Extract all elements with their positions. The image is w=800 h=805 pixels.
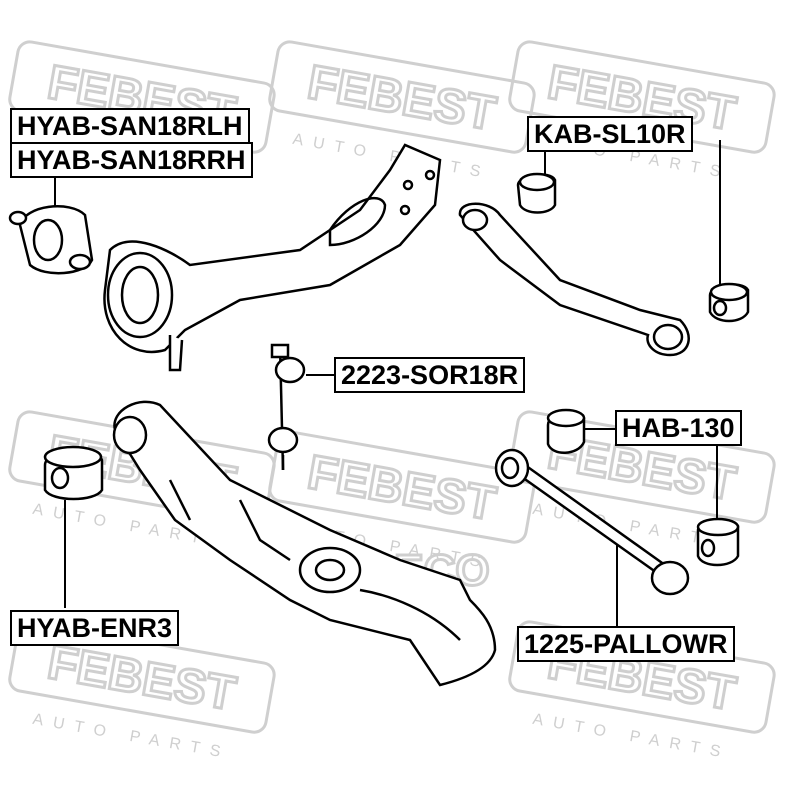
trailing-arm-icon — [103, 143, 442, 372]
svg-text:AUTO PARTS: AUTO PARTS — [31, 711, 231, 763]
stabilizer-link-icon — [267, 343, 306, 471]
upper-control-arm-icon — [458, 202, 690, 357]
bushing-icon — [546, 408, 586, 454]
part-label-hab-130: HAB-130 — [615, 410, 742, 446]
part-label-2223-sor18r: 2223-SOR18R — [334, 357, 526, 393]
leader-lines — [54, 140, 721, 626]
svg-text:FEBEST: FEBEST — [304, 56, 500, 141]
lateral-rod-icon — [494, 448, 690, 596]
bushing-icon — [43, 445, 104, 501]
part-label-hyab-enr3: HYAB-ENR3 — [10, 610, 180, 646]
watermark-logo: FEBEST AUTO PARTS — [508, 40, 776, 182]
svg-text:AUTO PARTS: AUTO PARTS — [531, 711, 731, 763]
bushing-icon — [696, 517, 740, 567]
parts-drawing — [8, 143, 750, 687]
part-label-1225-pallowr: 1225-PALLOWR — [517, 626, 735, 662]
svg-text:FEBEST: FEBEST — [44, 636, 240, 721]
svg-text:FEBEST: FEBEST — [304, 446, 500, 531]
bushing-icon — [516, 172, 557, 214]
part-label-kab-sl10r: KAB-SL10R — [527, 116, 693, 152]
part-label-hyab-san18rrh: HYAB-SAN18RRH — [10, 142, 253, 178]
bushing-icon — [8, 205, 94, 275]
bushing-icon — [708, 282, 750, 323]
part-label-hyab-san18rlh: HYAB-SAN18RLH — [10, 108, 250, 144]
lower-control-arm-icon — [112, 400, 497, 687]
